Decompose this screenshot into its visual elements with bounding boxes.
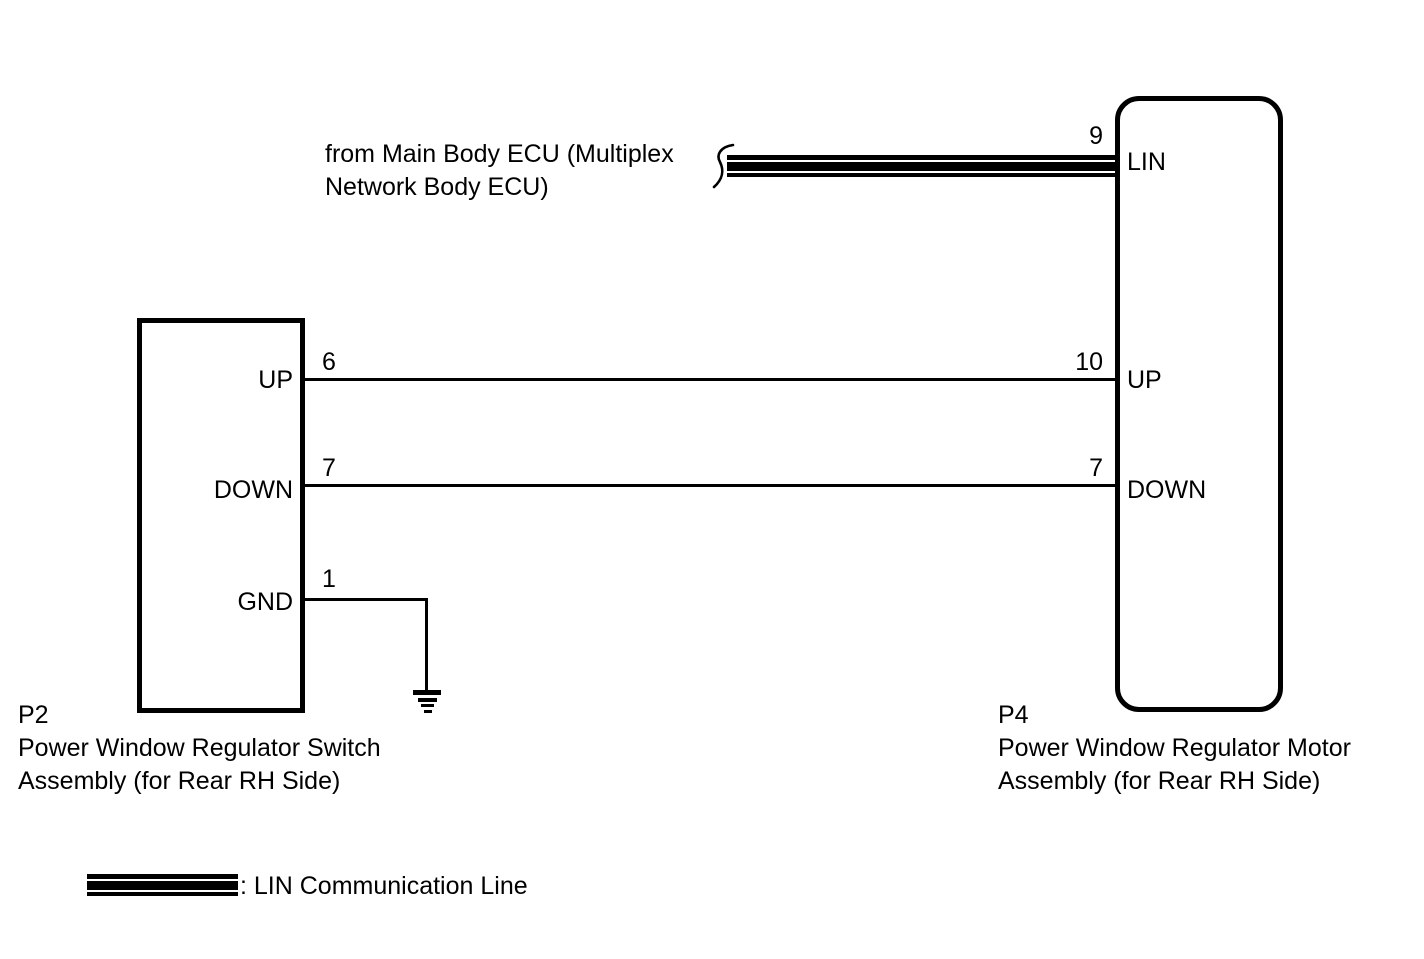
p4-pin-label-up: UP xyxy=(1127,366,1162,394)
component-box-p4 xyxy=(1115,96,1283,712)
p4-pin-number-lin: 9 xyxy=(1089,122,1103,150)
p2-name-line2: Assembly (for Rear RH Side) xyxy=(18,767,341,795)
wire-break-symbol xyxy=(712,143,735,189)
p2-pin-label-down: DOWN xyxy=(213,476,293,504)
ecu-source-line2: Network Body ECU) xyxy=(325,173,549,201)
down-wire xyxy=(305,484,1115,487)
p2-caption: P2 Power Window Regulator Switch Assembl… xyxy=(18,699,381,798)
p2-pin-number-up: 6 xyxy=(322,348,336,376)
p2-pin-label-up: UP xyxy=(258,366,293,394)
p4-name-line1: Power Window Regulator Motor xyxy=(998,734,1351,762)
p4-caption: P4 Power Window Regulator Motor Assembly… xyxy=(998,699,1351,798)
gnd-wire-horizontal xyxy=(305,598,428,601)
p4-pin-label-lin: LIN xyxy=(1127,148,1166,176)
p4-pin-number-up: 10 xyxy=(1075,348,1103,376)
up-wire xyxy=(305,378,1115,381)
p4-pin-label-down: DOWN xyxy=(1127,476,1207,504)
legend-label: : LIN Communication Line xyxy=(240,872,528,900)
p2-pin-number-down: 7 xyxy=(322,454,336,482)
p2-id: P2 xyxy=(18,701,49,729)
p2-pin-label-gnd: GND xyxy=(237,588,293,616)
gnd-wire-vertical xyxy=(425,598,428,692)
ecu-source-line1: from Main Body ECU (Multiplex xyxy=(325,140,674,168)
legend-lin-line-sample xyxy=(87,874,238,896)
component-box-p2 xyxy=(137,318,305,713)
p2-pin-number-gnd: 1 xyxy=(322,565,336,593)
p4-id: P4 xyxy=(998,701,1029,729)
ecu-source-label: from Main Body ECU (Multiplex Network Bo… xyxy=(325,138,674,204)
p4-pin-number-down: 7 xyxy=(1089,454,1103,482)
p2-name-line1: Power Window Regulator Switch xyxy=(18,734,381,762)
p4-name-line2: Assembly (for Rear RH Side) xyxy=(998,767,1321,795)
lin-communication-wire xyxy=(727,155,1115,177)
